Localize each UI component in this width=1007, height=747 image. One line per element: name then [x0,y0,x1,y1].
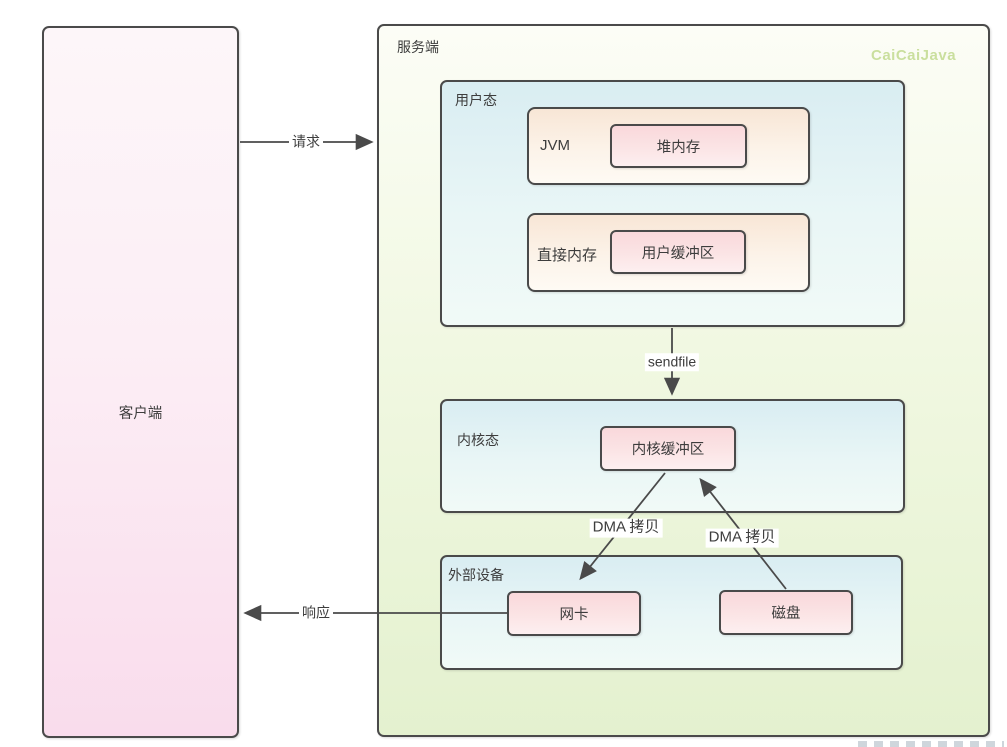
server-label: 服务端 [397,39,439,55]
request-label: 请求 [289,133,323,151]
nic-box: 网卡 [507,591,641,636]
direct-memory-label: 直接内存 [537,247,598,264]
heap-memory-label: 堆内存 [656,139,701,156]
disk-box: 磁盘 [719,590,853,635]
user-buffer-label: 用户缓冲区 [641,245,715,262]
sendfile-label: sendfile [644,353,700,371]
kernel-mode-label: 内核态 [457,432,499,448]
heap-memory-box: 堆内存 [610,124,747,168]
nic-label: 网卡 [559,607,589,623]
kernel-buffer-box: 内核缓冲区 [600,426,736,471]
dma-copy-label-right: DMA 拷贝 [705,528,779,548]
caicaijava-watermark: CaiCaiJava [871,47,957,64]
jvm-label: JVM [540,137,570,154]
user-buffer-box: 用户缓冲区 [610,230,746,274]
client-label: 客户端 [118,406,163,422]
disk-label: 磁盘 [771,606,801,622]
external-devices-label: 外部设备 [448,567,504,583]
kernel-buffer-label: 内核缓冲区 [631,442,705,458]
dma-copy-label-left: DMA 拷贝 [589,518,663,538]
client-box: 客户端 [42,26,239,738]
bottom-cropped-watermark [858,741,1004,747]
response-label: 响应 [299,604,333,622]
user-mode-label: 用户态 [455,92,497,108]
